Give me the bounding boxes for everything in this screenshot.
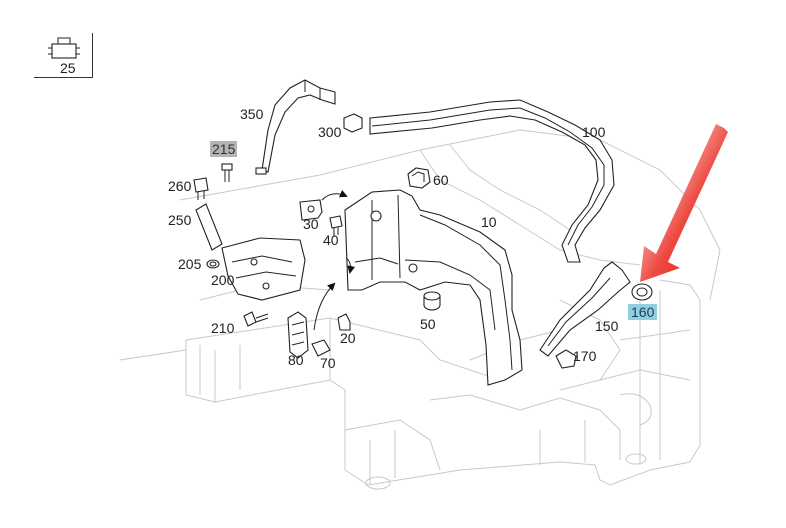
part-150-strut [539,261,631,357]
part-210-bolt [243,311,269,327]
part-60-clip [407,167,431,189]
legend-box [34,33,93,78]
callout-150: 150 [595,318,619,334]
callout-50: 50 [420,316,436,332]
callout-30: 30 [303,216,319,232]
part-170-nut [555,349,577,369]
part-50-grommet [423,291,441,311]
callout-210: 210 [211,320,235,336]
callout-160: 160 [628,304,658,320]
legend-label: 25 [60,60,76,76]
part-250-strip [195,203,223,251]
part-215-screw [221,163,233,182]
part-205-nut [206,259,220,269]
callout-10: 10 [481,214,497,230]
callout-200: 200 [211,272,235,288]
part-30-bracket [299,199,323,221]
part-260-bolt [193,177,209,200]
callout-100: 100 [582,124,606,140]
callout-20: 20 [340,330,356,346]
part-160-grommet [631,283,653,301]
red-pointer-arrow-icon [640,124,728,282]
part-10-wheel-liner [344,189,523,386]
callout-40: 40 [323,232,339,248]
callout-170: 170 [573,348,597,364]
callout-300: 300 [318,124,342,140]
part-300-block [343,113,363,133]
callout-350: 350 [240,106,264,122]
part-40-screw [329,215,343,236]
part-100-seal [369,99,615,263]
assembly-arrow-80 [313,282,336,331]
part-200-panel [221,237,306,301]
callout-215: 215 [210,141,238,157]
assembly-arrow-30 [321,189,348,201]
callout-250: 250 [168,212,192,228]
callout-60: 60 [433,172,449,188]
part-80-bracket [287,311,309,359]
callout-205: 205 [178,256,202,272]
callout-80: 80 [288,352,304,368]
part-20-clip [337,313,351,331]
part-70-clip [311,339,331,357]
clip-icon [48,37,80,59]
callout-70: 70 [320,355,336,371]
assembly-arrow-20 [345,257,356,274]
callout-260: 260 [168,178,192,194]
part-350-strip [255,79,336,175]
